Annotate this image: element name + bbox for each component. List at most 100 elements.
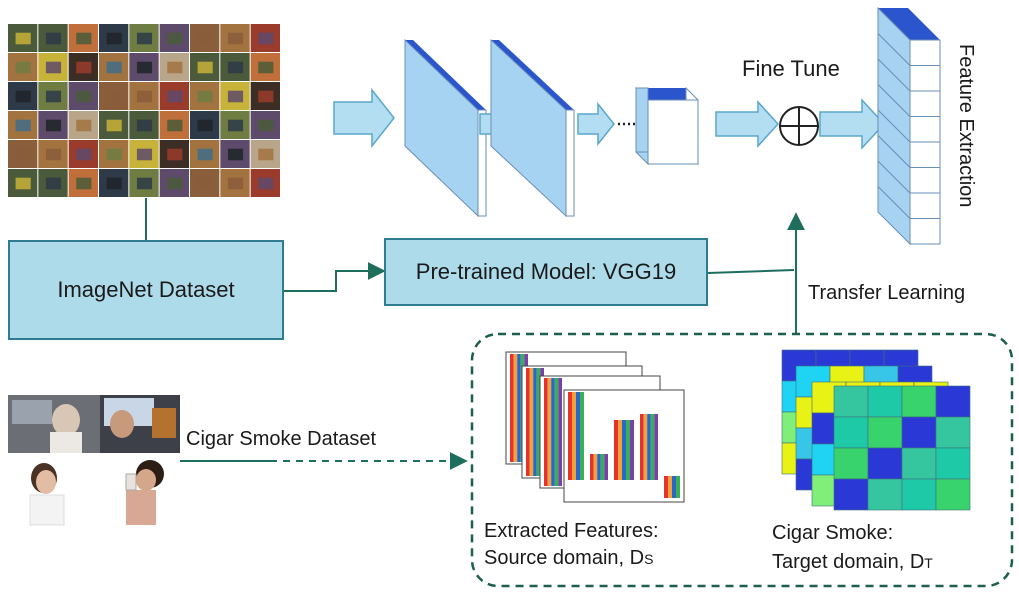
imagenet-thumbnail-detail — [136, 61, 153, 74]
imagenet-thumbnail-detail — [197, 119, 213, 132]
feature-bar-stripe — [529, 368, 534, 476]
feature-stack-divider — [877, 135, 911, 168]
imagenet-thumbnail-detail — [136, 90, 153, 103]
imagenet-thumbnail-detail — [258, 32, 274, 45]
imagenet-thumbnail-detail — [167, 32, 183, 45]
imagenet-thumbnail-detail — [258, 177, 274, 190]
imagenet-thumbnail-detail — [106, 148, 122, 161]
feature-bar-stripe — [513, 354, 518, 462]
transfer-learning-label: Transfer Learning — [808, 282, 966, 304]
to-sum-arrow — [715, 100, 780, 148]
imagenet-thumbnail-detail — [45, 32, 62, 45]
feature-cell — [909, 141, 941, 168]
feature-stack-top — [878, 8, 940, 40]
target-grid-cell — [901, 416, 937, 449]
target-grid-cell — [901, 478, 937, 511]
imagenet-to-model-connector — [284, 262, 386, 292]
feature-stack-divider — [877, 186, 911, 219]
imagenet-thumbnail-detail — [45, 61, 62, 74]
feature-bar-stripe — [600, 454, 605, 480]
feature-bar-stripe — [558, 378, 562, 486]
target-grid-cell — [935, 385, 971, 418]
imagenet-thumbnail-detail — [136, 177, 153, 190]
feature-bar-stripe — [664, 476, 668, 498]
target-grid-cell — [935, 447, 971, 480]
target-grid-cell — [901, 385, 937, 418]
feature-extraction-stack — [877, 6, 941, 246]
imagenet-dataset-label: ImageNet Dataset — [57, 277, 235, 302]
conv-layer-2 — [490, 38, 575, 218]
imagenet-thumbnail-detail — [106, 32, 122, 45]
feature-bar-stripe — [526, 368, 530, 476]
feature-bar-stripe — [576, 392, 580, 480]
imagenet-thumbnail-detail — [106, 90, 122, 103]
feature-bar-stripe — [643, 414, 648, 480]
imagenet-thumbnail-detail — [227, 119, 244, 132]
imagenet-thumbnail-detail — [227, 32, 244, 45]
target-domain-label: Target domain, DT — [772, 551, 933, 573]
feature-bar-stripe — [568, 392, 572, 480]
imagenet-thumbnail-detail — [15, 148, 31, 161]
imagenet-thumbnail-detail — [15, 177, 31, 190]
cigar-smoke-dataset-label: Cigar Smoke Dataset — [186, 428, 377, 450]
feature-bar-stripe — [544, 378, 548, 486]
imagenet-thumbnail-detail — [258, 148, 274, 161]
imagenet-thumbnail-detail — [197, 177, 213, 190]
feature-bar-stripe — [593, 454, 598, 480]
imagenet-thumbnail-detail — [197, 148, 213, 161]
feature-stack-divider — [877, 109, 911, 143]
target-grid-cell — [867, 478, 903, 511]
feature-bar-stripe — [597, 454, 601, 480]
feature-bar-stripe — [551, 378, 555, 486]
imagenet-thumbnail-detail — [76, 177, 92, 190]
imagenet-thumbnail-detail — [227, 90, 244, 103]
feature-bar-stripe — [668, 476, 672, 498]
imagenet-thumbnail-detail — [258, 61, 274, 74]
imagenet-thumbnail-detail — [167, 148, 183, 161]
dense-block — [635, 86, 699, 166]
feature-cell — [909, 65, 941, 92]
imagenet-thumbnail-detail — [76, 119, 92, 132]
feature-cell — [909, 218, 941, 245]
feature-cell — [909, 167, 941, 194]
imagenet-thumbnail-detail — [76, 90, 92, 103]
target-grid-cell — [935, 416, 971, 449]
imagenet-thumbnail-detail — [136, 32, 153, 45]
feature-bar-stripe — [536, 368, 541, 476]
imagenet-thumbnail-detail — [167, 177, 183, 190]
target-grid-cell — [901, 447, 937, 480]
target-domain-grid-stack — [781, 349, 971, 511]
feature-bar-stripe — [604, 454, 608, 480]
feature-bar-stripe — [618, 420, 622, 480]
imagenet-thumbnail-detail — [167, 61, 183, 74]
model-to-transfer-connector — [707, 269, 795, 274]
feature-bar-stripe — [647, 414, 651, 480]
target-grid-cell — [833, 478, 869, 511]
to-features-arrow — [819, 98, 886, 150]
imagenet-thumbnail-detail — [167, 90, 183, 103]
feature-cell — [909, 116, 941, 143]
imagenet-thumbnail-detail — [15, 119, 31, 132]
feature-bar-stripe — [650, 414, 655, 480]
imagenet-thumbnail-detail — [45, 90, 62, 103]
feature-bar-stripe — [614, 420, 618, 480]
imagenet-thumbnail-detail — [76, 148, 92, 161]
feature-cell — [909, 192, 941, 219]
imagenet-thumbnail-detail — [227, 148, 244, 161]
imagenet-thumbnail-detail — [167, 119, 183, 132]
feature-bar-stripe — [630, 420, 634, 480]
imagenet-thumbnail-detail — [258, 119, 274, 132]
feature-bar-stripe — [590, 454, 594, 480]
target-grid-cell — [867, 416, 903, 449]
imagenet-thumbnail-detail — [227, 61, 244, 74]
feature-stack-divider — [877, 33, 911, 66]
cigar-smoke-photo-collage — [8, 395, 180, 526]
imagenet-thumbnail-detail — [45, 148, 62, 161]
imagenet-thumbnail-detail — [136, 148, 153, 161]
feature-bar-stripe — [572, 392, 576, 480]
input-arrow — [333, 87, 395, 149]
imagenet-thumbnail-detail — [106, 61, 122, 74]
feature-bar-stripe — [672, 476, 676, 498]
extracted-features-title: Extracted Features: — [484, 520, 659, 542]
